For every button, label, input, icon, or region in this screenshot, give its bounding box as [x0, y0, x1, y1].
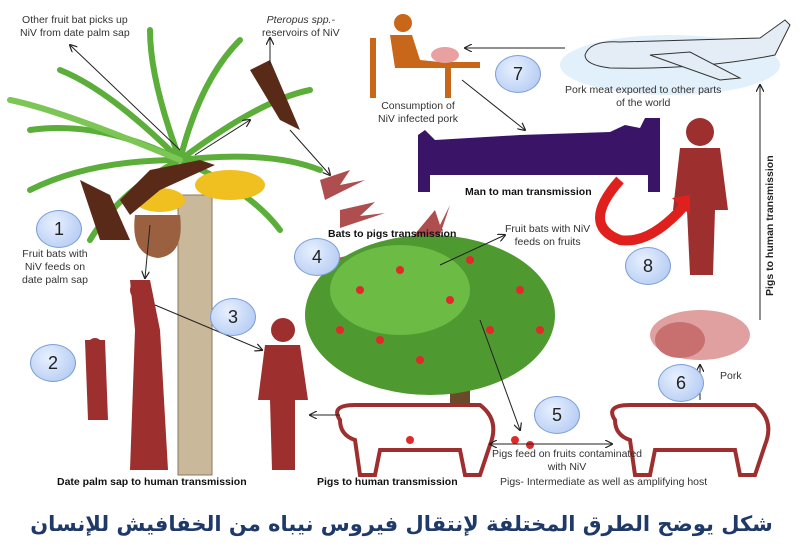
date-cluster [195, 170, 265, 200]
label-pigs-host: Pigs- Intermediate as well as amplifying… [500, 476, 708, 488]
bed-patient-icon [418, 118, 660, 192]
step-3-badge: 3 [210, 298, 256, 336]
human-silhouettes [85, 118, 728, 470]
bat-icons [80, 60, 300, 240]
step-2-badge: 2 [30, 344, 76, 382]
palm-trunk [177, 194, 213, 476]
step-4-badge: 4 [294, 238, 340, 276]
label-pigs-to-human: Pigs to human transmission [317, 476, 458, 488]
sap-pot [134, 215, 181, 258]
red-curved-arrow-icon [595, 176, 689, 246]
figure-caption: شكل يوضح الطرق المختلفة لإنتقال فيروس ني… [30, 512, 773, 536]
airplane-icon [560, 19, 791, 95]
step-6-badge: 6 [658, 364, 704, 402]
step-7-badge: 7 [495, 55, 541, 93]
step-1-badge: 1 [36, 210, 82, 248]
label-man-to-man: Man to man transmission [465, 186, 592, 198]
label-pteropus: Pteropus spp.-reservoirs of NiV [262, 14, 340, 39]
pig-icons [335, 403, 771, 477]
label-bats-to-pigs: Bats to pigs transmission [328, 228, 457, 240]
step-5-badge: 5 [534, 396, 580, 434]
step-8-badge: 8 [625, 247, 671, 285]
label-pork: Pork [720, 370, 742, 382]
label-pigs-to-human-vertical: Pigs to human transmission [764, 155, 776, 296]
flow-arrows [70, 38, 760, 444]
label-date-palm-human: Date palm sap to human transmission [57, 476, 247, 488]
eating-person-icon [370, 14, 480, 98]
